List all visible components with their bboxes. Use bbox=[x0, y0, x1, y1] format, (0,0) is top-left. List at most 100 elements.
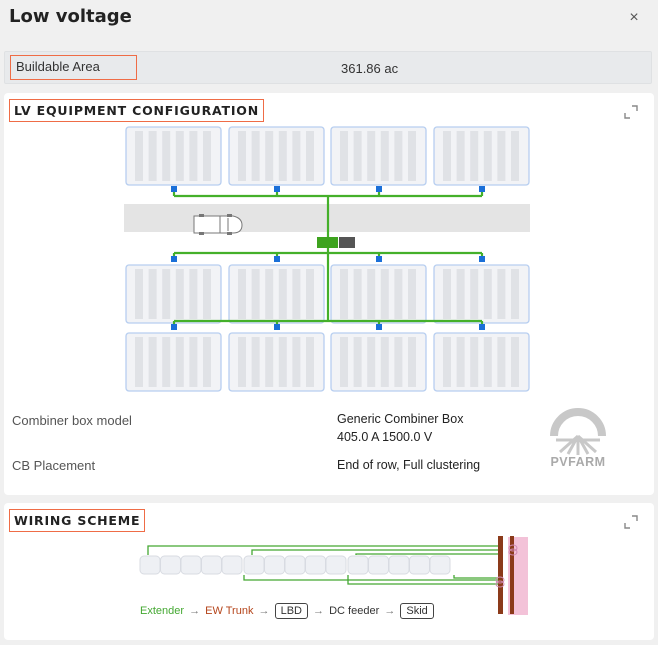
expand-icon[interactable] bbox=[624, 105, 638, 119]
wiring-scheme-card: WIRING SCHEME bbox=[4, 503, 654, 640]
pv-block bbox=[125, 126, 222, 186]
module-string bbox=[221, 555, 243, 575]
pv-string bbox=[135, 269, 143, 319]
pv-block bbox=[330, 264, 427, 324]
window-header: Low voltage × bbox=[0, 0, 658, 40]
pv-string bbox=[511, 131, 519, 181]
dc-feeder bbox=[510, 536, 514, 614]
pv-string bbox=[443, 131, 451, 181]
pv-string bbox=[306, 131, 314, 181]
pv-string bbox=[483, 337, 492, 387]
legend-skid: Skid bbox=[400, 603, 434, 619]
close-icon[interactable]: × bbox=[629, 9, 639, 26]
pv-string bbox=[238, 337, 246, 387]
pv-string bbox=[251, 131, 260, 181]
pv-string bbox=[292, 131, 301, 181]
pv-string bbox=[189, 337, 198, 387]
pv-string bbox=[456, 269, 465, 319]
pv-string bbox=[251, 269, 260, 319]
combiner-boxes bbox=[171, 186, 485, 330]
pv-string bbox=[380, 269, 389, 319]
pv-string bbox=[175, 337, 184, 387]
cb-placement-value: End of row, Full clustering bbox=[337, 458, 481, 472]
buildable-area-label: Buildable Area bbox=[10, 55, 137, 80]
pv-string bbox=[394, 337, 403, 387]
pv-string bbox=[265, 131, 274, 181]
legend-lbd: LBD bbox=[274, 603, 308, 619]
module-string bbox=[325, 555, 347, 575]
arrow-icon: → bbox=[313, 605, 325, 617]
pv-string bbox=[483, 269, 492, 319]
module-string bbox=[243, 555, 265, 575]
pv-string bbox=[306, 337, 314, 387]
module-string bbox=[160, 555, 181, 575]
combiner-box bbox=[274, 186, 280, 192]
pv-string bbox=[367, 131, 376, 181]
expand-icon[interactable] bbox=[624, 515, 638, 529]
lv-wiring bbox=[172, 189, 484, 328]
pv-string bbox=[353, 131, 362, 181]
module-string bbox=[368, 555, 389, 575]
combiner-box bbox=[376, 186, 382, 192]
pv-string bbox=[203, 269, 211, 319]
pv-string bbox=[470, 337, 479, 387]
tracker-row bbox=[243, 555, 347, 575]
pv-string bbox=[162, 269, 171, 319]
truck-icon bbox=[193, 214, 243, 235]
pv-block bbox=[125, 332, 222, 392]
lbd-markers bbox=[495, 544, 518, 588]
pv-string bbox=[278, 269, 287, 319]
pv-string bbox=[189, 131, 198, 181]
wiring-scheme-title: WIRING SCHEME bbox=[9, 509, 146, 532]
buildable-area-row: Buildable Area 361.86 ac bbox=[4, 51, 652, 84]
pv-string bbox=[340, 337, 348, 387]
extender-lines bbox=[147, 545, 502, 585]
pv-string bbox=[238, 131, 246, 181]
skid-transformer bbox=[339, 237, 355, 248]
arrow-icon: → bbox=[384, 605, 396, 617]
combiner-box bbox=[376, 256, 382, 262]
pv-string bbox=[497, 269, 506, 319]
pvfarm-logo-text: PVFARM bbox=[550, 455, 606, 469]
pv-block bbox=[433, 332, 530, 392]
combiner-rating-value: 405.0 A 1500.0 V bbox=[337, 430, 433, 444]
ew-trunk bbox=[498, 536, 503, 614]
module-string bbox=[284, 555, 306, 575]
pv-string bbox=[511, 269, 519, 319]
module-string bbox=[264, 555, 285, 575]
pv-string bbox=[292, 337, 301, 387]
wiring-legend: Extender → EW Trunk → LBD → DC feeder → … bbox=[140, 602, 434, 620]
combiner-box bbox=[376, 324, 382, 330]
pv-string bbox=[175, 131, 184, 181]
combiner-box bbox=[171, 256, 177, 262]
pv-string bbox=[353, 269, 362, 319]
pv-string bbox=[292, 269, 301, 319]
pv-string bbox=[278, 131, 287, 181]
pv-string bbox=[497, 131, 506, 181]
pv-block bbox=[228, 264, 325, 324]
pv-string bbox=[135, 337, 143, 387]
pv-string bbox=[497, 337, 506, 387]
pv-string bbox=[367, 337, 376, 387]
pv-string bbox=[203, 131, 211, 181]
pv-string bbox=[251, 337, 260, 387]
combiner-box bbox=[274, 256, 280, 262]
tracker-row bbox=[139, 555, 243, 575]
arrow-icon: → bbox=[189, 605, 201, 617]
pv-string bbox=[175, 269, 184, 319]
pv-string bbox=[511, 337, 519, 387]
pv-string bbox=[394, 269, 403, 319]
module-string bbox=[388, 555, 410, 575]
module-string bbox=[347, 555, 369, 575]
module-string bbox=[429, 555, 451, 575]
pv-block bbox=[228, 126, 325, 186]
pv-string bbox=[265, 269, 274, 319]
tracker-row bbox=[347, 555, 451, 575]
pv-string bbox=[456, 337, 465, 387]
pv-string bbox=[456, 131, 465, 181]
module-string bbox=[180, 555, 202, 575]
pv-string bbox=[408, 131, 416, 181]
combiner-box bbox=[171, 186, 177, 192]
